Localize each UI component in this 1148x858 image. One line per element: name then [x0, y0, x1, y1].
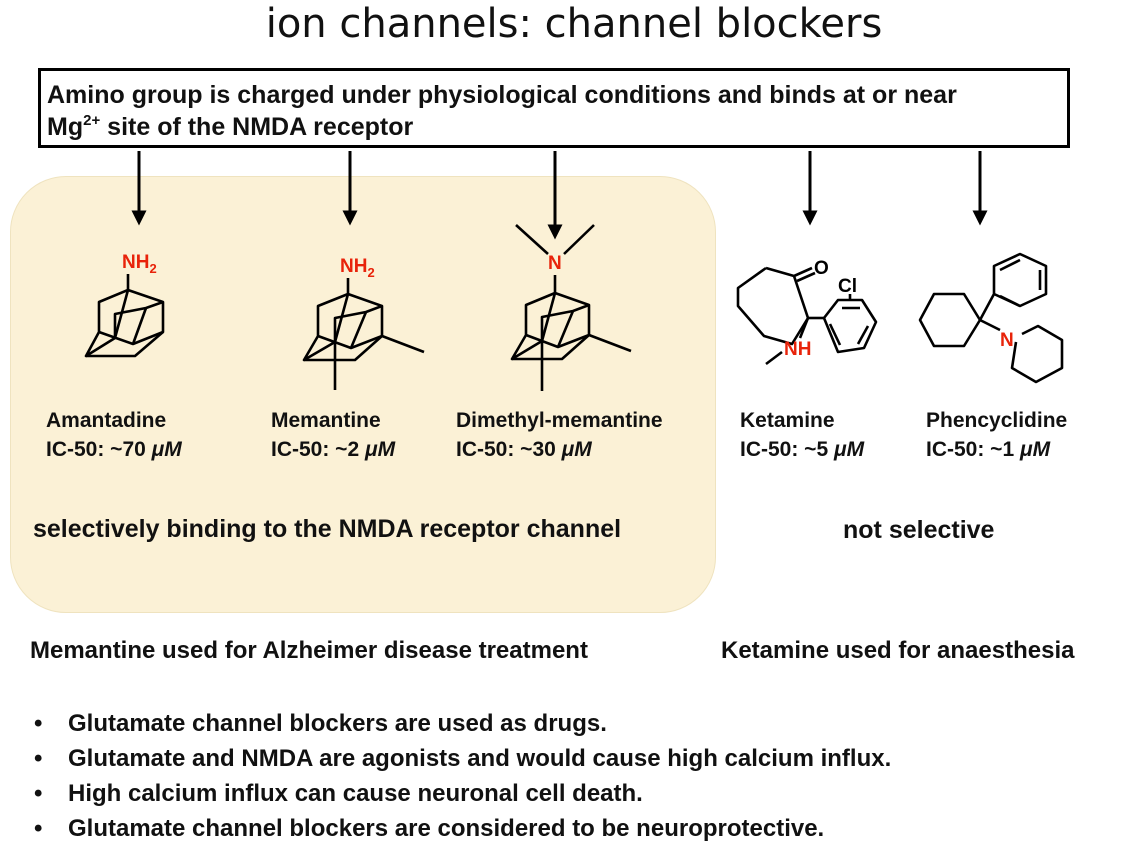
mechanism-text-2: site of the NMDA receptor	[100, 113, 414, 141]
drug-dimethyl-memantine: Dimethyl-memantine IC-50: ~30 μM	[456, 406, 663, 464]
drug-ic50: IC-50: ~70 μM	[46, 438, 182, 461]
mechanism-text-1: Amino group is charged under physiologic…	[47, 81, 957, 109]
drug-ic50: IC-50: ~1 μM	[926, 438, 1051, 461]
ketamine-use: Ketamine used for anaesthesia	[721, 637, 1075, 664]
magnesium-symbol: Mg	[47, 113, 84, 141]
mechanism-box: Amino group is charged under physiologic…	[38, 68, 1070, 148]
dimethyl-memantine-structure: N	[510, 224, 632, 391]
svg-text:O: O	[814, 258, 829, 279]
svg-text:N: N	[1000, 330, 1014, 351]
bullet-icon: •	[34, 710, 43, 737]
ketamine-structure: O Cl NH	[736, 258, 878, 366]
svg-text:NH: NH	[784, 339, 811, 360]
bullet-icon: •	[34, 745, 43, 772]
list-item: •Glutamate and NMDA are agonists and wou…	[30, 741, 891, 776]
drug-memantine: Memantine IC-50: ~2 μM	[271, 406, 395, 464]
drug-name: Dimethyl-memantine	[456, 409, 663, 432]
svg-text:Cl: Cl	[838, 276, 857, 297]
bullet-icon: •	[34, 815, 43, 842]
drug-name: Amantadine	[46, 409, 167, 432]
drug-ic50: IC-50: ~2 μM	[271, 438, 396, 461]
selective-blockers-panel	[10, 176, 716, 613]
drug-name: Memantine	[271, 409, 381, 432]
svg-text:NH2: NH2	[340, 256, 375, 280]
page-title: ion channels: channel blockers	[265, 1, 883, 47]
memantine-structure: NH2	[302, 256, 425, 390]
binding-arrows	[131, 151, 988, 240]
svg-text:N: N	[548, 253, 562, 274]
drug-ketamine: Ketamine IC-50: ~5 μM	[740, 406, 864, 464]
drug-amantadine: Amantadine IC-50: ~70 μM	[46, 406, 182, 464]
key-points-list: •Glutamate channel blockers are used as …	[30, 706, 891, 846]
memantine-use: Memantine used for Alzheimer disease tre…	[30, 637, 588, 664]
svg-text:NH2: NH2	[122, 252, 157, 276]
drug-ic50: IC-50: ~5 μM	[740, 438, 865, 461]
list-item: •Glutamate channel blockers are used as …	[30, 706, 891, 741]
magnesium-charge: 2+	[83, 112, 101, 129]
list-item: •Glutamate channel blockers are consider…	[30, 811, 891, 846]
selective-caption: selectively binding to the NMDA receptor…	[33, 515, 622, 543]
drug-ic50: IC-50: ~30 μM	[456, 438, 592, 461]
nonselective-caption: not selective	[843, 516, 995, 544]
drug-name: Phencyclidine	[926, 409, 1068, 432]
drug-phencyclidine: Phencyclidine IC-50: ~1 μM	[926, 406, 1067, 464]
amantadine-structure: NH2	[84, 252, 165, 358]
drug-name: Ketamine	[740, 409, 835, 432]
phencyclidine-structure: N	[918, 252, 1064, 384]
list-item: •High calcium influx can cause neuronal …	[30, 776, 891, 811]
bullet-icon: •	[34, 780, 43, 807]
